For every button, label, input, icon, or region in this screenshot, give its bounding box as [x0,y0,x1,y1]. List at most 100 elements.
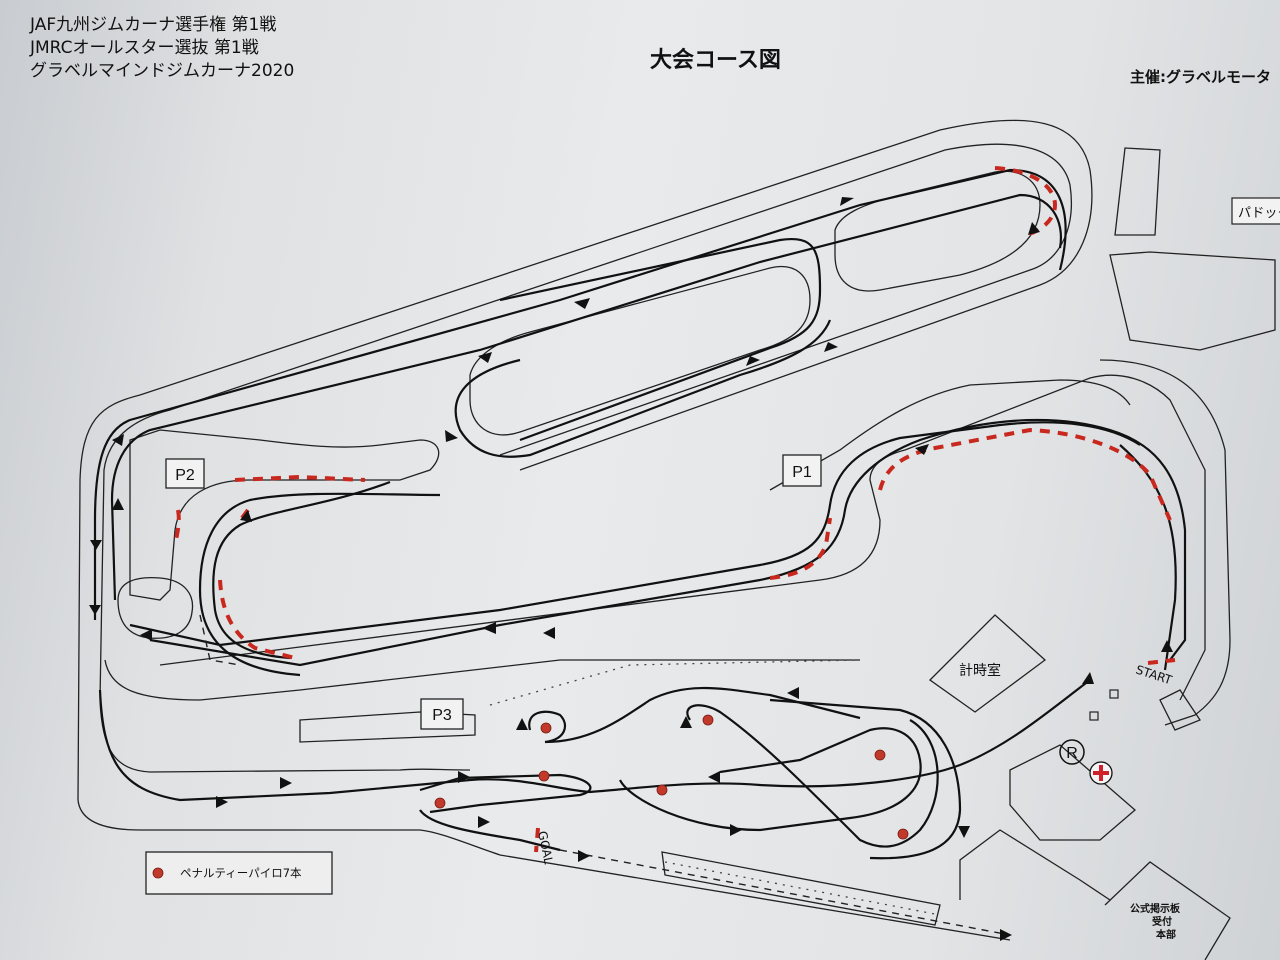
line-p2-loop-outer [198,492,441,677]
arrow-icon-5 [90,540,102,550]
road-edges [77,119,1276,960]
goal-exit-dashed [559,849,1011,936]
line-pylon-loop-4 [769,698,962,860]
upper-island-left [469,266,811,436]
dotted-boundary-b [664,861,941,916]
start-box [1159,689,1201,731]
arrow-icon-18 [1082,672,1094,684]
restroom-label: R [1066,745,1078,762]
line-upper-outer [1119,444,1177,671]
timing-room-label: 計時室 [959,662,1001,679]
circle-exit-dashed [199,614,241,666]
lower-right-wall [959,829,1111,901]
paddock-box [1114,147,1161,236]
event-line-1: JAF九州ジムカーナ選手権 第1戦 [30,15,277,35]
pylon-5 [656,784,668,796]
p3-box [420,698,464,730]
arrow-icon-3 [478,352,492,363]
p1-label: P1 [792,464,812,481]
start-markers [1089,689,1119,721]
goal-label: GOAL [535,830,556,866]
kerb-upper-hairpin [994,166,1058,237]
line-p2-loop [212,480,391,660]
arrow-icon-4 [112,434,124,446]
arrow-icon-23 [516,718,528,730]
marker-square-2 [1089,711,1099,721]
hq-box [1104,861,1231,960]
line-pylon-loop-3 [619,727,922,832]
restroom-circle [1059,739,1085,765]
arrow-icon-6 [89,605,101,615]
arrow-icon-25 [787,687,799,699]
pylon-7 [897,828,909,840]
goal-grid-area [661,851,941,926]
arrow-icon-11 [746,356,760,366]
arrow-icon-9 [482,622,496,634]
kerb-start [1147,658,1176,665]
pylon-4 [702,714,714,726]
lower-outer-edge [77,799,1011,941]
line-lower-return [419,773,592,814]
kerb-p2-top [234,474,366,482]
arrow-icon-12 [824,342,838,352]
upper-island-right [834,170,1041,292]
timing-room-building [928,614,1047,713]
p1-region-edge [769,379,1131,491]
line-goal-run [419,809,561,852]
p1-box [782,454,822,487]
restroom-icon: R [1059,739,1085,765]
p2-box [165,458,205,489]
p3-area [299,711,476,743]
arrow-icon-30 [578,850,590,862]
paddock-label-box: パドック [1231,197,1280,225]
arrow-icon-22 [478,816,490,828]
arrow-icon-7 [112,498,124,510]
pylon-3 [434,797,446,809]
p2-island [129,429,440,601]
arrow-icon-17 [240,510,252,522]
arrow-icon-16 [1028,222,1040,235]
arrow-icon-10 [543,627,555,639]
pylon-1 [540,722,552,734]
p3-label: P3 [432,707,452,724]
arrow-icon-15 [1161,640,1173,652]
legend: ペナルティーパイロ7本 [145,851,333,895]
page-title: 大会コース図 [650,48,781,73]
first-aid-icon [1089,761,1113,785]
arrow-icon-20 [216,796,228,808]
arrow-icon-19 [280,777,292,789]
legend-label: ペナルティーパイロ7本 [180,866,302,880]
lower-inner-edge [99,699,471,773]
dotted-boundary-a [489,659,861,706]
arrow-icon-21 [458,771,470,783]
p1-label-box: P1 [782,454,822,487]
penalty-pylons [434,714,909,840]
arrow-icon-24 [680,716,692,728]
kerbs [174,166,1176,853]
paddock-right-box [1109,251,1276,351]
line-return-straight-b [129,421,1141,647]
outer-perimeter-edge [77,119,1093,801]
kerb-p1-chicane [769,517,832,580]
arrow-icon-8 [140,629,152,641]
kerb-p1-corner [878,427,1172,521]
driving-lines [93,168,1187,860]
line-pylon-loop-1 [528,686,861,744]
legend-pylon-swatch [152,867,164,879]
start-label: START [1134,663,1174,688]
dotted-boundaries [489,659,941,916]
line-upper-inner [499,238,822,442]
turn-circle [117,576,194,639]
arrow-icon-13 [445,430,458,442]
right-building [1009,744,1136,841]
arrow-icon-27 [730,824,742,836]
dashed-lines [199,614,1011,936]
marker-square-1 [1109,689,1119,699]
arrow-icon-28 [958,826,970,838]
line-lower-main [98,679,1091,802]
line-return-straight-a [149,418,1187,667]
p3-label-box: P3 [420,698,464,730]
middle-straight-edge [159,374,1206,701]
arrow-icon-1 [826,197,854,208]
line-mid-loop [454,319,832,458]
